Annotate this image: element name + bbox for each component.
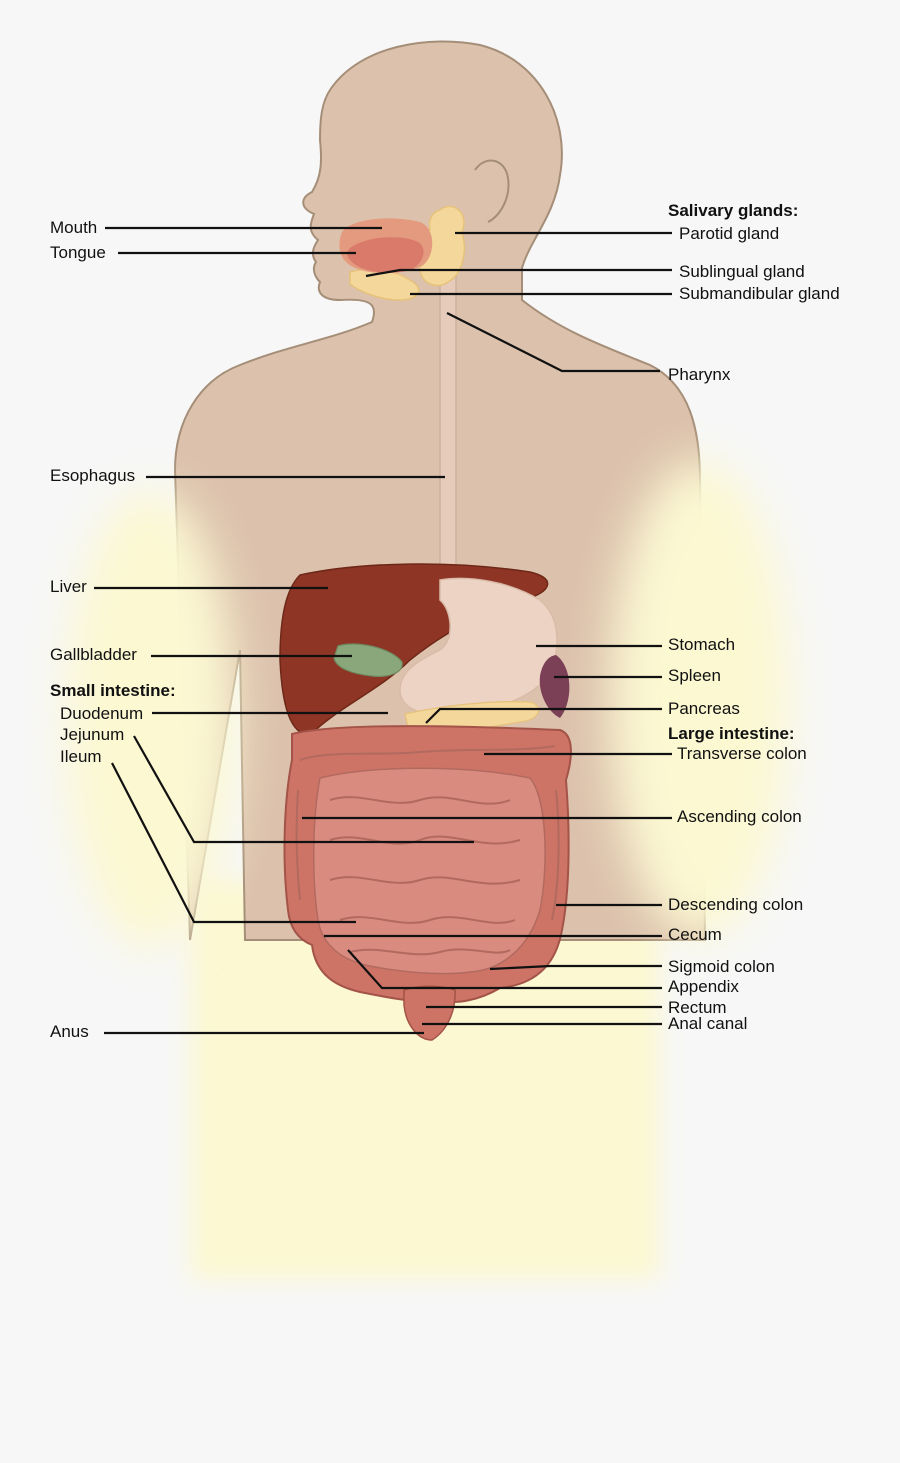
label-anus: Anus [50,1022,89,1041]
leader-pharynx [446,312,660,373]
label-pharynx: Pharynx [668,365,731,384]
parotid-gland-shape [416,205,466,287]
label-transverse-colon: Transverse colon [677,744,807,763]
leader-lines [94,226,672,1035]
spleen-shape [539,655,570,718]
label-sigmoid-colon: Sigmoid colon [668,957,775,976]
leader-jejunum [133,735,474,844]
label-parotid-gland: Parotid gland [679,224,779,243]
leader-pancreas [425,707,662,724]
label-submandibular-gland: Submandibular gland [679,284,840,303]
label-duodenum: Duodenum [60,704,143,723]
leader-sigmoid-colon [489,964,662,971]
label-appendix: Appendix [668,977,739,996]
label-ascending-colon: Ascending colon [677,807,802,826]
gallbladder-shape [333,643,403,677]
label-jejunum: Jejunum [60,725,124,744]
label-tongue: Tongue [50,243,106,262]
label-esophagus: Esophagus [50,466,135,485]
small-intestine-shape [313,767,546,975]
intestine-loops [295,745,560,956]
label-descending-colon: Descending colon [668,895,803,914]
leader-ileum [111,762,356,924]
labels: Mouth Tongue Salivary glands: Parotid gl… [50,201,840,1041]
label-large-intestine-heading: Large intestine: [668,724,795,743]
label-ileum: Ileum [60,747,102,766]
label-gallbladder: Gallbladder [50,645,137,664]
label-cecum: Cecum [668,925,722,944]
right-arm-glow [610,460,790,940]
rectum-shape [403,985,456,1041]
label-stomach: Stomach [668,635,735,654]
label-mouth: Mouth [50,218,97,237]
leader-appendix [347,949,662,990]
ear-outline [474,159,510,223]
label-small-intestine-heading: Small intestine: [50,681,176,700]
label-salivary-glands-heading: Salivary glands: [668,201,798,220]
label-anal-canal: Anal canal [668,1014,747,1033]
label-rectum: Rectum [668,998,727,1017]
leader-sublingual [365,268,672,278]
left-arm-glow [65,490,235,950]
label-sublingual-gland: Sublingual gland [679,262,805,281]
tongue-shape [347,237,424,273]
label-spleen: Spleen [668,666,721,685]
label-pancreas: Pancreas [668,699,740,718]
label-liver: Liver [50,577,87,596]
